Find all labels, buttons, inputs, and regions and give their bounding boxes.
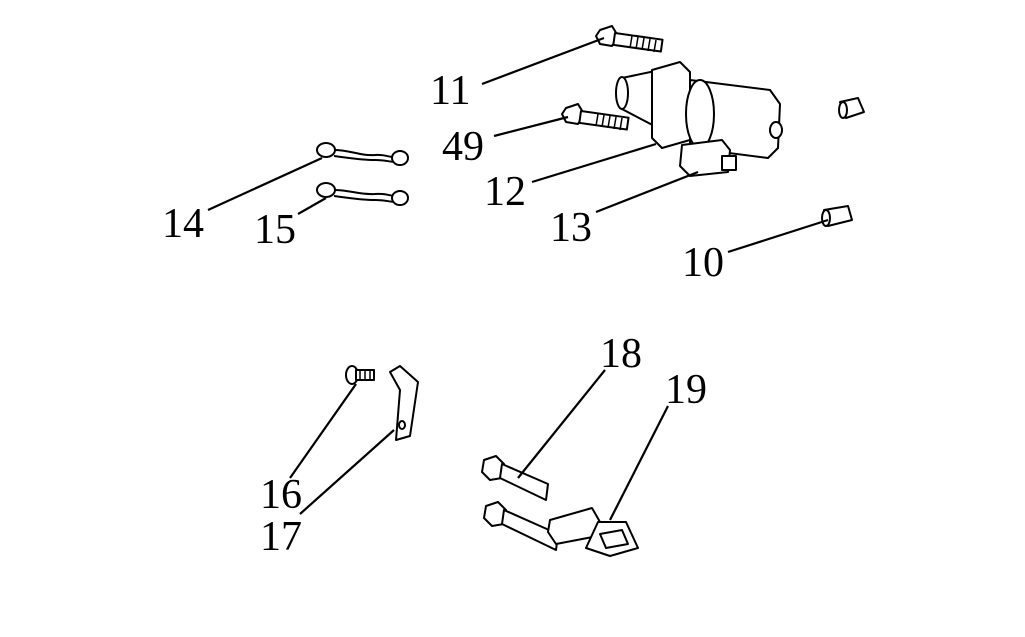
callout-49: 49 <box>442 124 484 170</box>
part-11-bolt <box>595 25 664 53</box>
callout-13: 13 <box>550 205 592 251</box>
leader-line-10 <box>727 218 829 254</box>
leader-line-12 <box>531 142 657 184</box>
leader-line-11 <box>481 36 605 86</box>
callout-19: 19 <box>665 367 707 413</box>
part-17-bracket <box>389 365 419 441</box>
leader-line-14 <box>207 156 323 212</box>
callout-10: 10 <box>682 240 724 286</box>
part-18-bolts <box>481 455 559 551</box>
callout-18: 18 <box>600 331 642 377</box>
part-15-cable <box>316 182 409 206</box>
callout-12: 12 <box>484 169 526 215</box>
callout-17: 17 <box>260 514 302 560</box>
callout-15: 15 <box>254 207 296 253</box>
callout-16: 16 <box>260 472 302 518</box>
leader-line-19 <box>609 405 669 521</box>
leader-line-17 <box>299 429 395 515</box>
part-12-starter-motor <box>615 61 783 177</box>
leader-line-49 <box>493 115 569 138</box>
leader-line-16 <box>289 383 357 479</box>
part-16-screw <box>345 365 375 385</box>
part-19-bracket <box>547 507 639 557</box>
callout-14: 14 <box>162 201 204 247</box>
leader-line-13 <box>595 170 699 214</box>
leader-line-15 <box>297 197 327 215</box>
leader-line-18 <box>517 369 606 479</box>
part-10-sleeves <box>821 97 865 227</box>
part-14-cable <box>316 142 409 166</box>
callout-11: 11 <box>430 68 470 114</box>
part-49-bolt <box>561 103 630 131</box>
